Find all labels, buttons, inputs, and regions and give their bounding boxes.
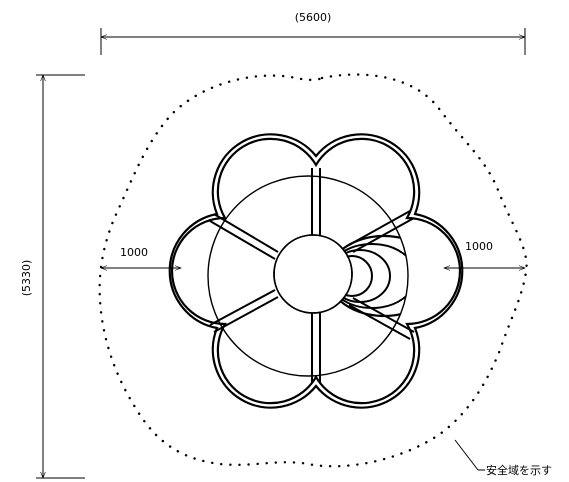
flower-outline-outer [168, 133, 464, 409]
clearance-left-label: 1000 [120, 246, 148, 259]
inner-basin [207, 175, 409, 377]
clearance-right-label: 1000 [465, 240, 493, 253]
width-dimension-label: (5600) [295, 11, 332, 24]
safety-zone-label: 安全域を示す [486, 463, 552, 477]
flower-outline-inner [170, 137, 462, 405]
clearance-right: 1000 [443, 240, 526, 271]
flower-equipment [168, 133, 464, 409]
height-dimension-label: (5330) [20, 260, 33, 297]
safety-zone-callout: 安全域を示す [454, 439, 552, 477]
safety-zone-outline [98, 73, 528, 468]
radial-beams [209, 168, 415, 383]
clearance-left: 1000 [100, 246, 182, 271]
width-dimension: (5600) [100, 11, 526, 55]
height-dimension: (5330) [20, 74, 85, 479]
